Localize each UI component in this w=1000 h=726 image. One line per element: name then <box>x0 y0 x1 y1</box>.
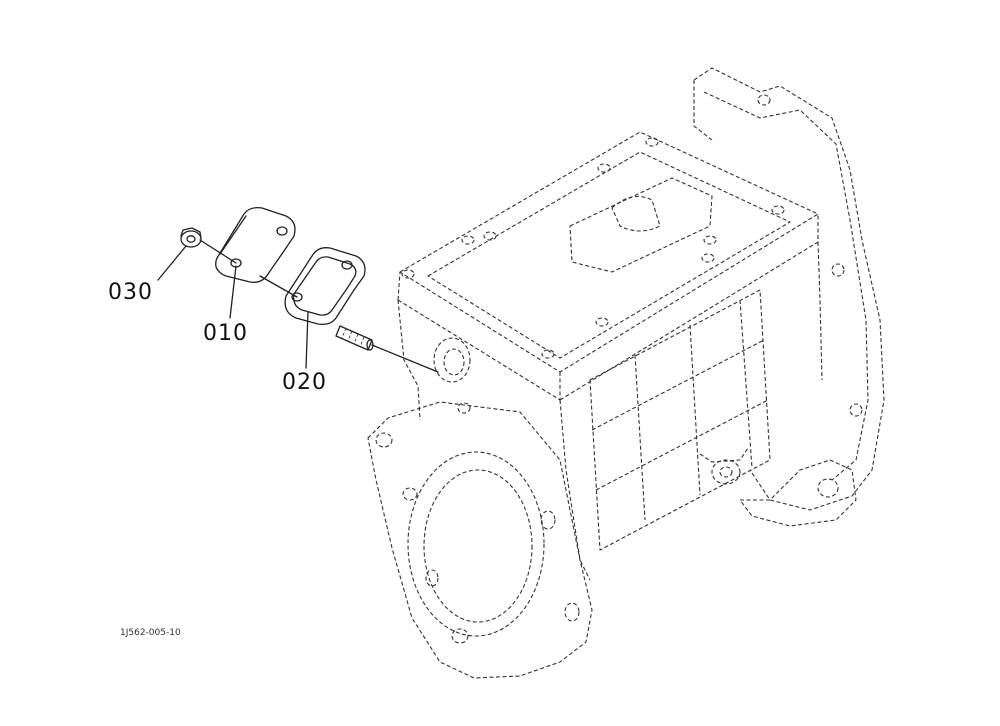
stud-bolt <box>335 325 374 351</box>
nut-part-030 <box>180 227 202 248</box>
leader-020 <box>305 311 309 369</box>
callout-030[interactable]: 030 <box>108 280 153 305</box>
leader-030 <box>157 245 187 281</box>
transmission-case <box>367 67 885 679</box>
leader-010 <box>229 265 237 319</box>
gasket-part-020 <box>284 247 366 326</box>
callout-020[interactable]: 020 <box>282 370 327 395</box>
callout-010[interactable]: 010 <box>203 321 248 346</box>
drawing-code: 1J562-005-10 <box>120 628 181 638</box>
assembly-axis-line <box>199 239 439 373</box>
cover-plate-part-010 <box>215 206 296 283</box>
